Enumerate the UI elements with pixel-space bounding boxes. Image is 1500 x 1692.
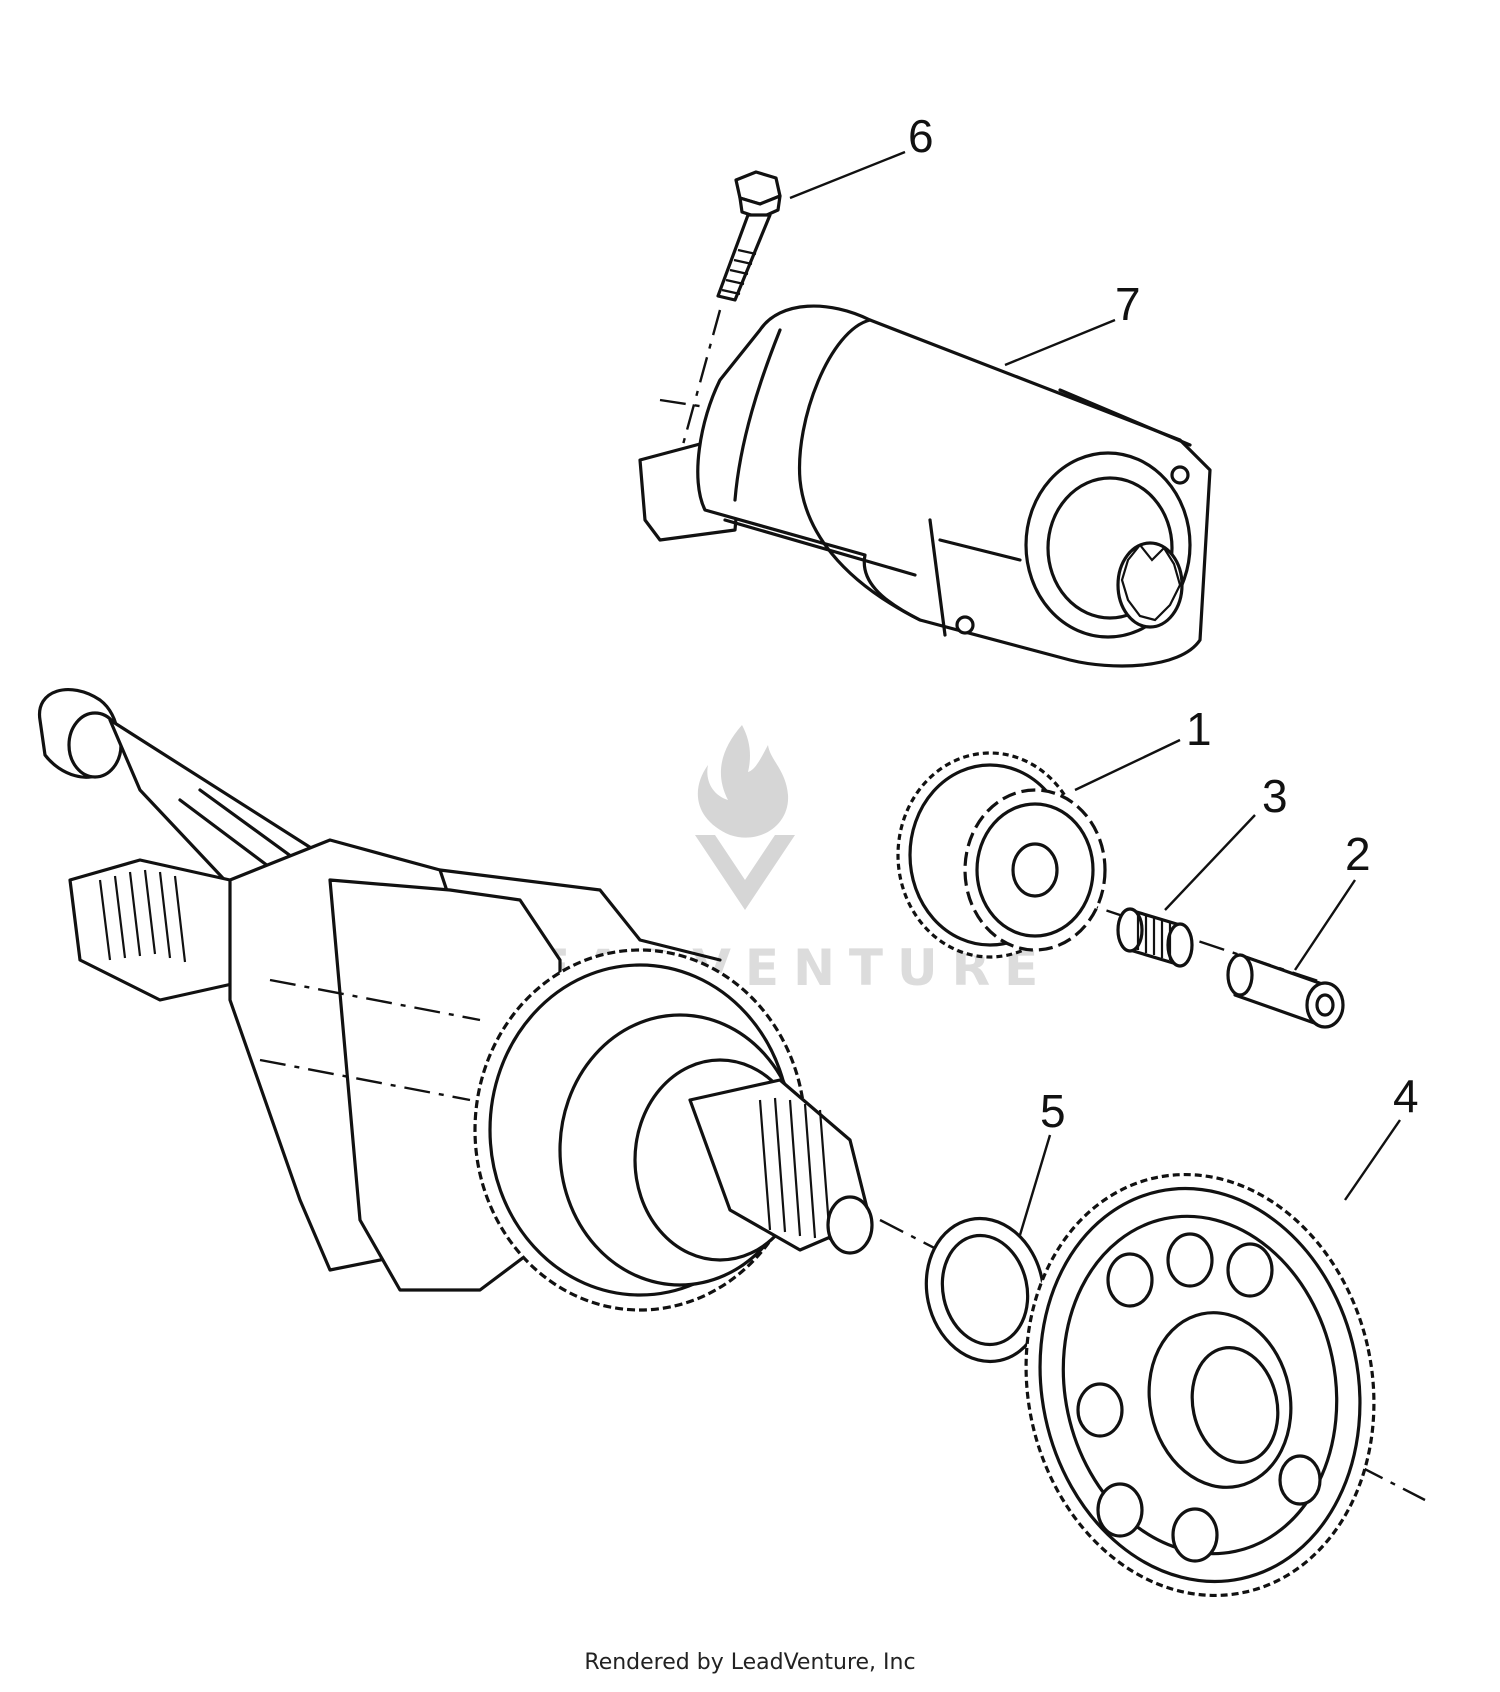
starter-motor-part [638, 304, 1212, 668]
shaft-part [1226, 953, 1345, 1029]
render-credit: Rendered by LeadVenture, Inc [584, 1650, 916, 1675]
callout-labels: 1 2 3 4 5 6 7 [908, 110, 1419, 1137]
idle-gear-part [896, 751, 1107, 959]
crankshaft-part [37, 688, 874, 1312]
washer-part [924, 1216, 1046, 1364]
v-logo-icon [695, 835, 795, 910]
callout-7: 7 [1115, 278, 1141, 330]
callout-leaders [789, 150, 1401, 1236]
callout-5: 5 [1040, 1085, 1066, 1137]
callout-4: 4 [1393, 1070, 1419, 1122]
callout-6: 6 [908, 110, 934, 162]
callout-2: 2 [1345, 828, 1371, 880]
bolt-part [716, 170, 782, 302]
flame-logo-icon [697, 725, 789, 838]
callout-1: 1 [1186, 703, 1212, 755]
needle-bearing-part [1116, 907, 1194, 968]
callout-3: 3 [1262, 770, 1288, 822]
starter-clutch-gear-part [1024, 1172, 1376, 1598]
